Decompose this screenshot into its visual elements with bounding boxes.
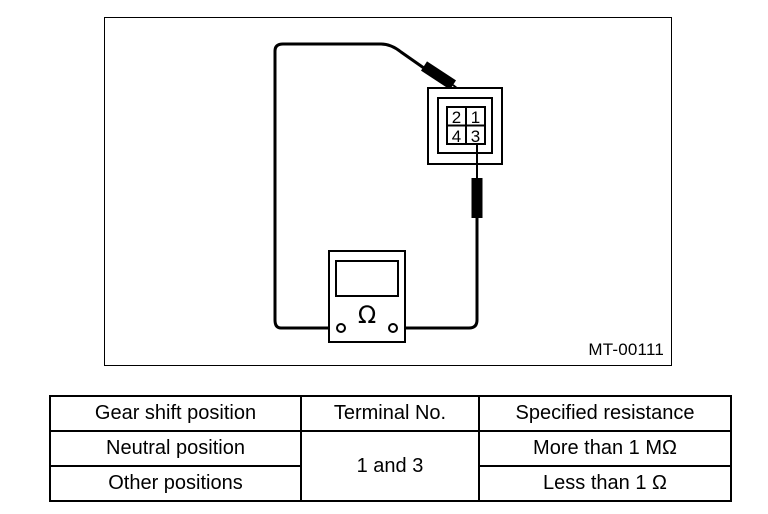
header-gear-shift-position: Gear shift position [49,395,302,432]
pin-3-label: 3 [471,127,480,146]
pin-4-label: 4 [452,127,461,146]
circuit-drawing: 2 1 4 3 Ω [273,42,503,343]
test-lead-left [273,42,432,330]
cell-position: Neutral position [49,430,302,467]
pin-2-label: 2 [452,108,461,127]
header-terminal-no: Terminal No. [300,395,480,432]
ohm-symbol: Ω [358,301,376,329]
pin-1-label: 1 [471,108,480,127]
cell-position: Other positions [49,465,302,502]
diagram-id-label: MT-00111 [588,340,664,359]
connector-icon: 2 1 4 3 [427,87,503,165]
header-specified-resistance: Specified resistance [478,395,732,432]
table-header-row: Gear shift position Terminal No. Specifi… [49,395,732,432]
test-lead-right [397,218,479,330]
ohmmeter-icon: Ω [328,250,406,343]
cell-resistance: Less than 1 Ω [478,465,732,502]
circuit-diagram: 2 1 4 3 Ω MT-00111 [104,17,672,366]
cell-resistance: More than 1 MΩ [478,430,732,467]
cell-terminal: 1 and 3 [300,430,480,502]
resistance-spec-table: Gear shift position Terminal No. Specifi… [49,395,732,502]
table-row: Other positions Less than 1 Ω [49,465,732,502]
table-row: Neutral position 1 and 3 More than 1 MΩ [49,430,732,502]
